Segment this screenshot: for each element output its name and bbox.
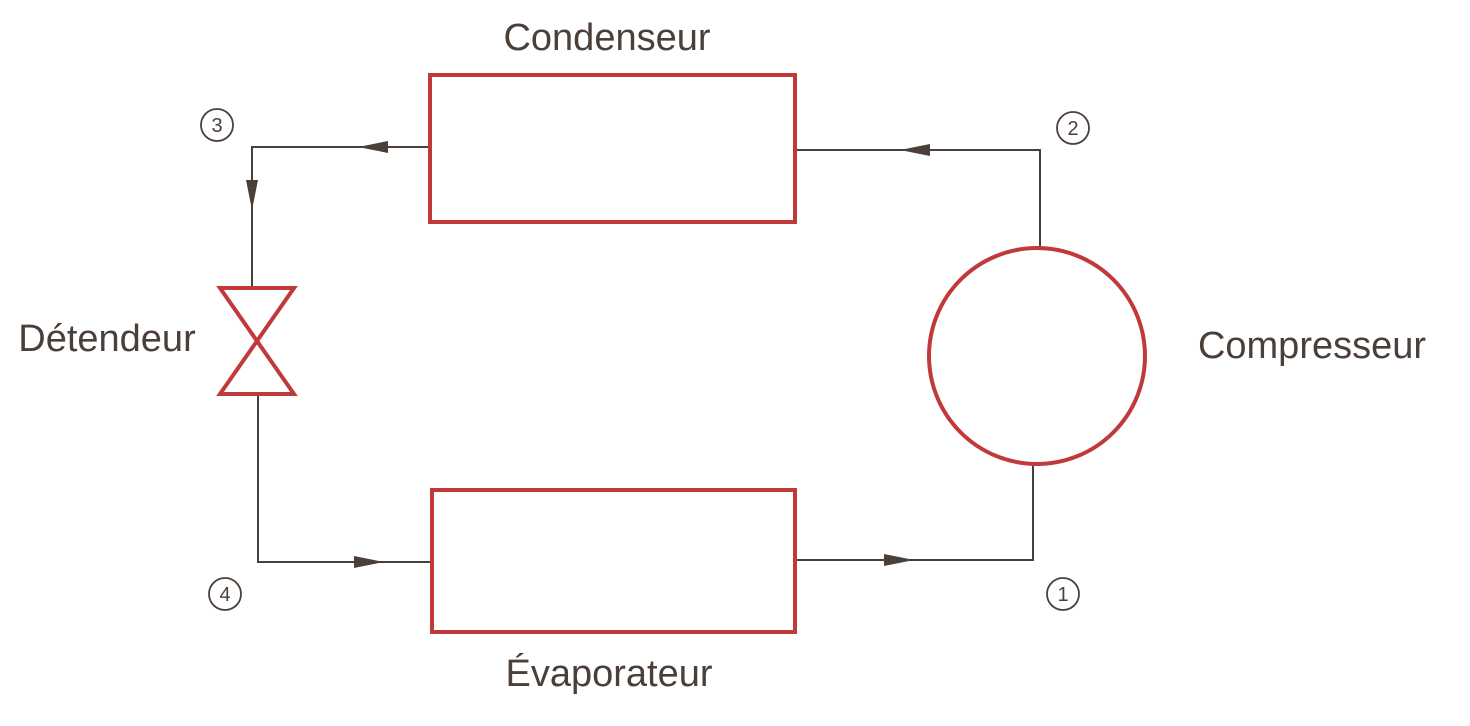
expansion-valve-symbol xyxy=(216,286,298,396)
flow-arrow-left-top-right xyxy=(900,144,930,156)
pipe-condenser-to-valve xyxy=(251,146,430,288)
state-number-3: 3 xyxy=(211,115,222,137)
state-marker-1: 1 xyxy=(1046,577,1080,611)
compressor-label: Compresseur xyxy=(1198,325,1426,367)
condenser-label: Condenseur xyxy=(503,17,710,59)
pipe-valve-to-evaporator xyxy=(257,392,432,563)
state-number-1: 1 xyxy=(1057,584,1068,606)
state-number-4: 4 xyxy=(219,584,230,606)
flow-arrow-right-bottom-right xyxy=(884,554,914,566)
evaporator-label: Évaporateur xyxy=(505,652,712,695)
pipe-compressor-to-condenser xyxy=(795,149,1041,252)
evaporator-box xyxy=(430,488,797,634)
flow-arrow-down-left xyxy=(246,180,258,210)
state-marker-4: 4 xyxy=(208,577,242,611)
state-marker-2: 2 xyxy=(1056,111,1090,145)
condenser-box xyxy=(428,73,797,224)
compressor-circle xyxy=(927,246,1147,466)
flow-arrows xyxy=(246,141,930,568)
state-marker-3: 3 xyxy=(200,108,234,142)
pipe-evaporator-to-compressor xyxy=(795,463,1034,561)
state-number-2: 2 xyxy=(1067,118,1078,140)
expansion-valve-label: Détendeur xyxy=(18,318,196,360)
flow-arrow-right-bottom-left xyxy=(354,556,384,568)
flow-arrow-left-top-left xyxy=(358,141,388,153)
